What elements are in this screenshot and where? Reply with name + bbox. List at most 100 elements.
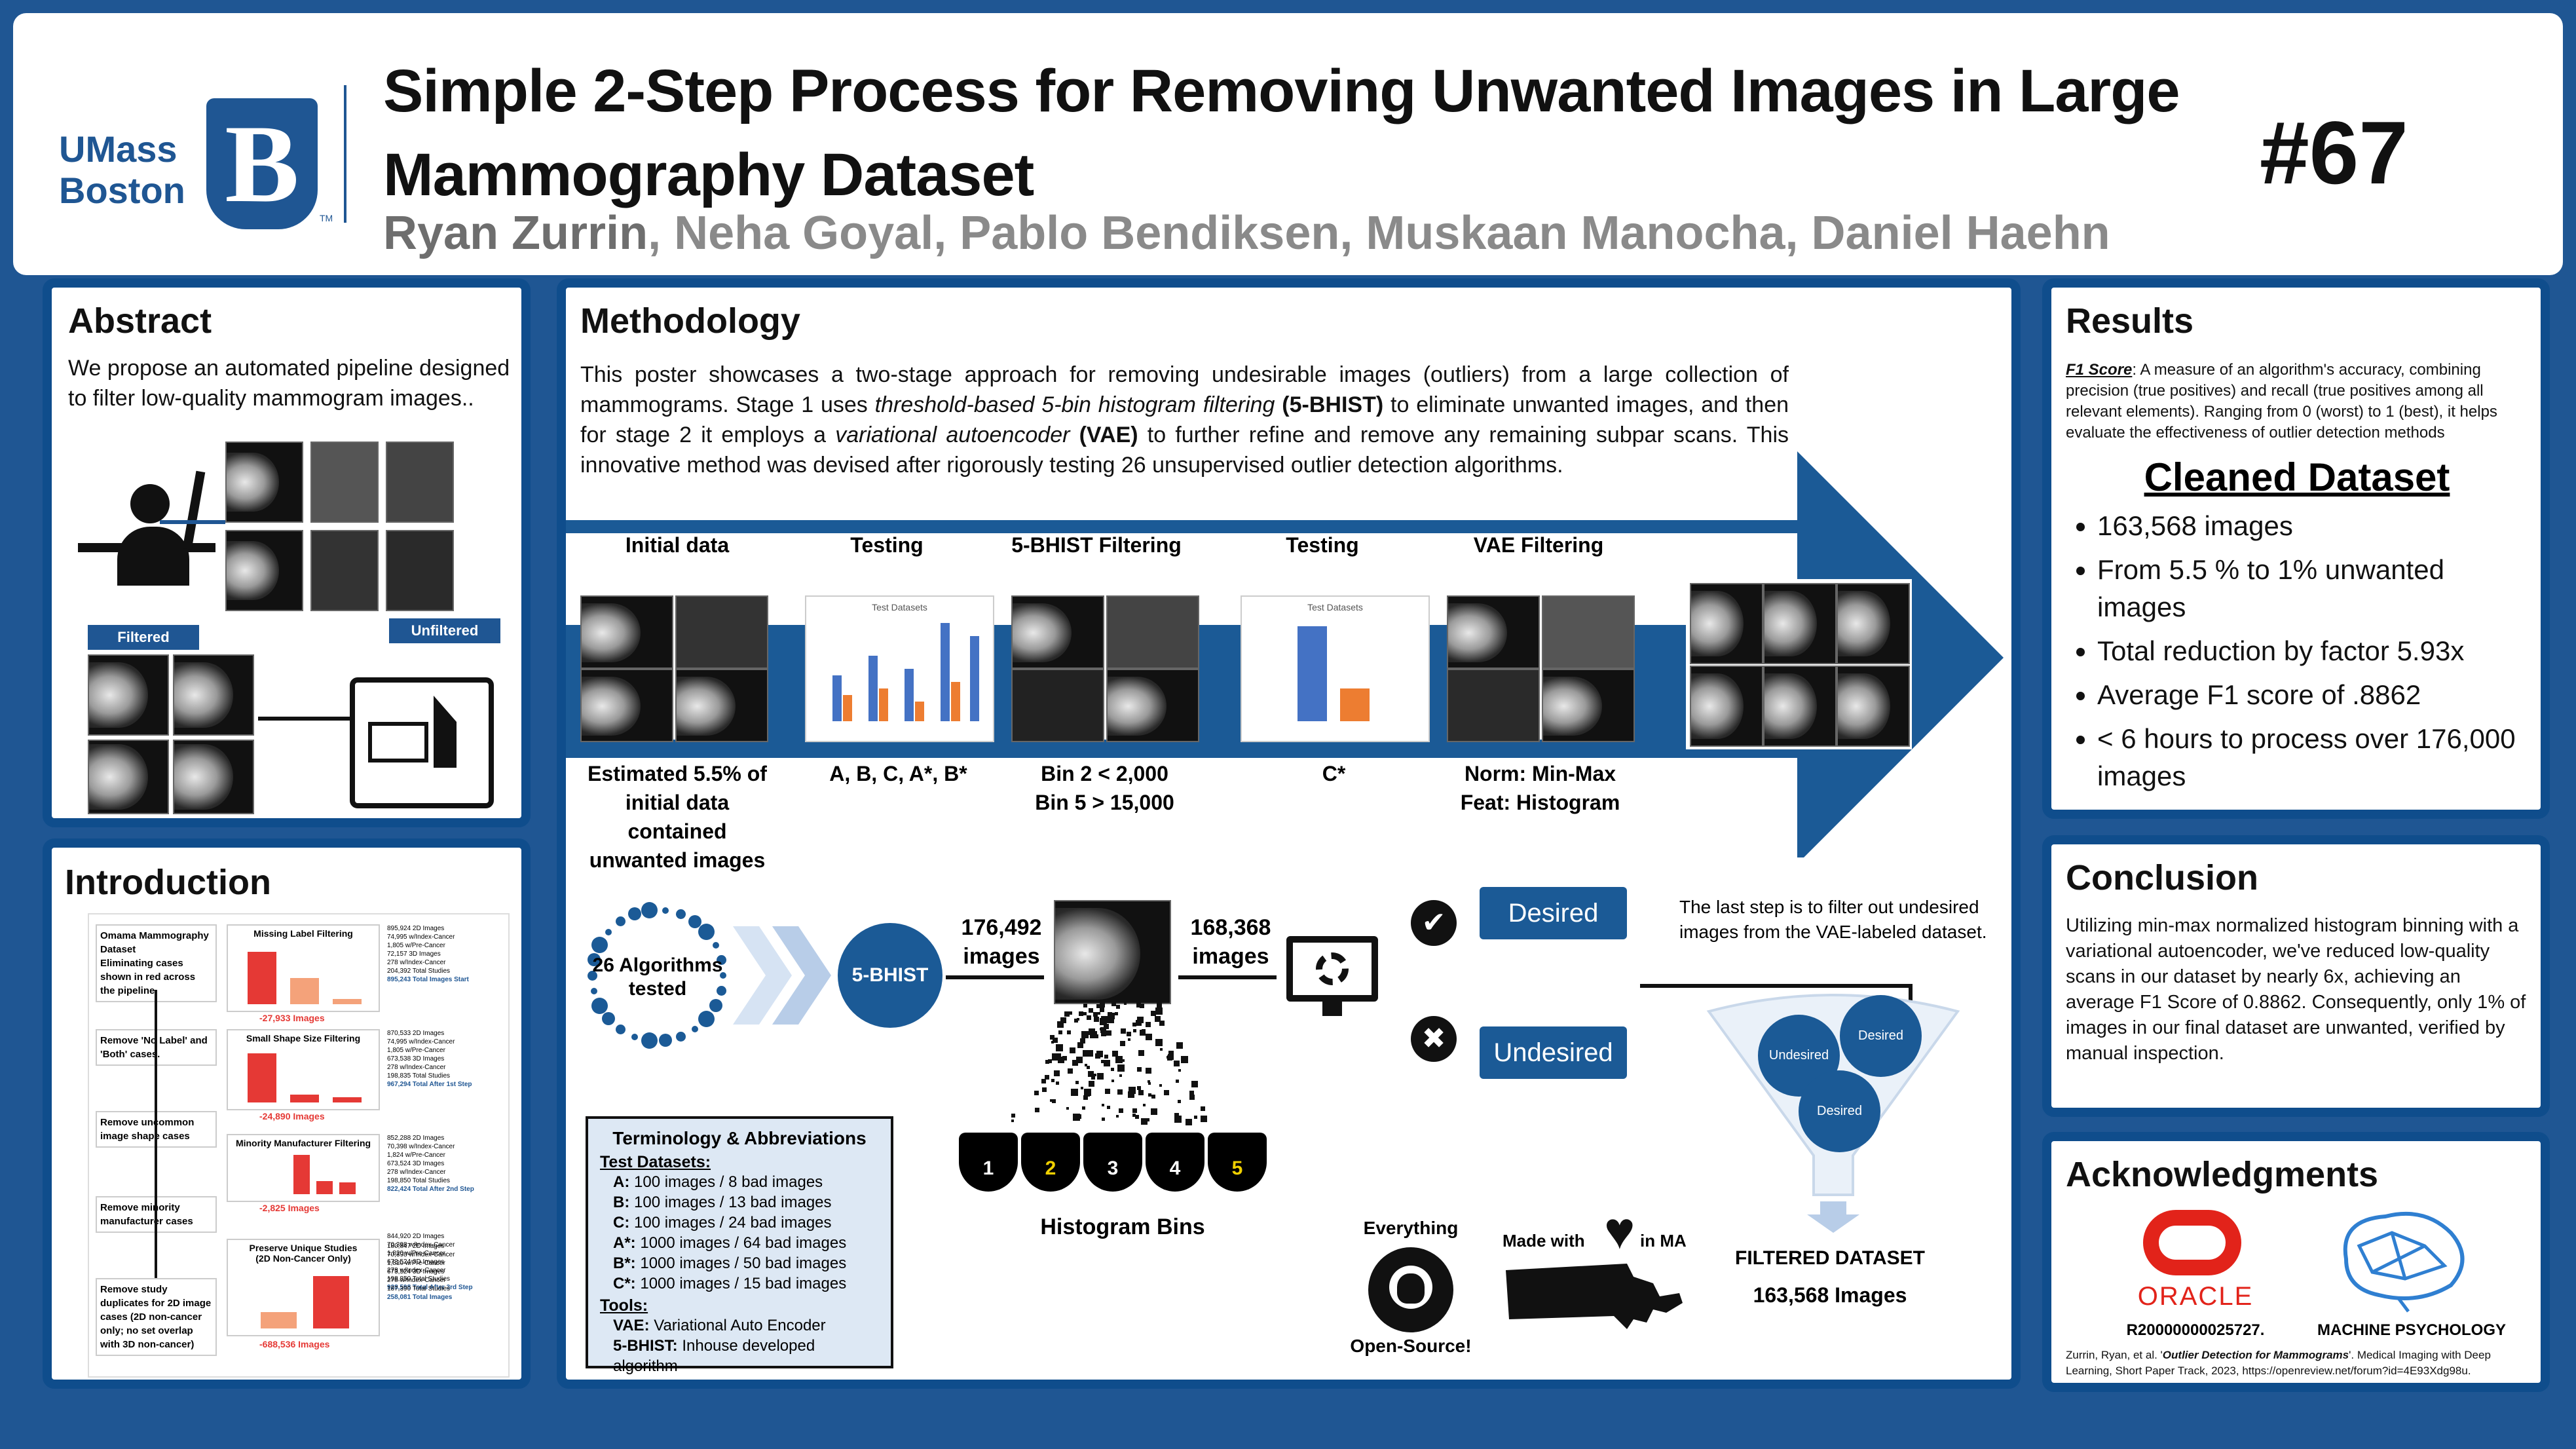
pixel-dot (1060, 1017, 1067, 1024)
oracle-logo: ORACLE (2133, 1210, 2258, 1315)
pixel-dot (1191, 1080, 1199, 1087)
algorithm-dot (698, 924, 715, 941)
pixel-dot (1107, 1106, 1111, 1110)
mammogram-filtered-2 (173, 654, 254, 736)
pixel-dot (1116, 1005, 1121, 1009)
histogram-source-mammogram (1054, 900, 1171, 1004)
filtered-dataset-title: FILTERED DATASET (1735, 1247, 1925, 1269)
heart-icon: ♥ (1604, 1201, 1635, 1260)
person-computer-icon (78, 470, 215, 602)
pixel-dot (1110, 1014, 1115, 1019)
pixel-dot (1148, 1082, 1151, 1085)
term-entry: 5-BHIST: Inhouse developed algorithm (613, 1337, 815, 1375)
logo-trademark: TM (320, 213, 333, 223)
caption-strip (566, 758, 1797, 853)
pixel-dot (1138, 1089, 1144, 1095)
pixel-scatter (1011, 1002, 1208, 1152)
arrow-to-computer (1178, 975, 1277, 979)
pixel-dot (1119, 1074, 1123, 1077)
algorithm-dot (631, 1033, 638, 1040)
pixel-dot (1011, 1119, 1014, 1122)
mammogram-thumb-5 (310, 530, 379, 611)
abstract-panel: Abstract We propose an automated pipelin… (43, 278, 531, 827)
pixel-dot (1100, 1031, 1106, 1037)
reduction-3: -2,825 Images (259, 1203, 320, 1213)
pixel-dot (1074, 1018, 1079, 1023)
filter-machine-icon (350, 677, 494, 808)
algorithm-dot (641, 902, 658, 919)
pixel-dot (1136, 1066, 1142, 1072)
everything-label: Everything (1363, 1218, 1459, 1238)
mammogram-thumb-2 (310, 442, 379, 523)
conclusion-panel: Conclusion Utilizing min-max normalized … (2042, 835, 2550, 1117)
minority-manufacturer-chart: Minority Manufacturer Filtering (227, 1134, 380, 1202)
pixel-dot (1151, 1095, 1155, 1099)
pixel-dot (1100, 1007, 1105, 1013)
pixel-dot (1176, 1042, 1183, 1049)
pixel-dot (1115, 1114, 1119, 1118)
histogram-bins-label: Histogram Bins (1040, 1214, 1205, 1239)
pixel-dot (1051, 1099, 1056, 1104)
poster-title: Simple 2-Step Process for Removing Unwan… (383, 49, 2180, 217)
mammogram-filtered-1 (88, 654, 169, 736)
term-entry: VAE: Variational Auto Encoder (613, 1317, 826, 1334)
caption-5bhist: Bin 2 < 2,000 Bin 5 > 15,000 (1035, 762, 1174, 814)
pixel-dot (1105, 1089, 1111, 1095)
pixel-dot (1139, 1030, 1146, 1036)
pixel-dot (1077, 1042, 1083, 1049)
pixel-dot (1086, 1050, 1093, 1057)
algorithm-dot (698, 1010, 715, 1027)
pixel-dot (1097, 1012, 1100, 1015)
poster-title-line2: Mammography Dataset (383, 141, 1034, 208)
pixel-dot (1185, 1119, 1193, 1126)
pixel-dot (1075, 1080, 1079, 1084)
5bhist-circle: 5-BHIST (838, 923, 943, 1028)
abstract-title: Abstract (68, 301, 212, 341)
pixel-dot (1045, 1059, 1050, 1064)
pixel-dot (1067, 1068, 1073, 1074)
pixel-dot (1139, 1004, 1144, 1008)
last-step-text: The last step is to filter out undesired… (1679, 897, 1987, 942)
result-bullet: 163,568 images (2097, 507, 2516, 544)
pixel-dot (1160, 1048, 1163, 1051)
algorithm-dot (591, 937, 608, 954)
pixel-dot (1106, 1015, 1114, 1023)
pixel-dot (1081, 1030, 1089, 1038)
logo-text-boston: Boston (59, 170, 185, 211)
algorithm-dot (615, 1024, 625, 1034)
results-title: Results (2066, 301, 2194, 341)
pixel-dot (1133, 1029, 1137, 1033)
pixel-dot (1089, 1008, 1094, 1013)
pixel-dot (1101, 1118, 1105, 1121)
pixel-dot (1096, 1050, 1103, 1057)
pixel-dot (1155, 1015, 1161, 1022)
pixel-dot (1072, 1059, 1079, 1066)
funnel-circle-desired-1: Desired (1840, 995, 1922, 1077)
algorithm-dot (712, 941, 719, 949)
term-entry: A*: 1000 images / 64 bad images (613, 1234, 847, 1252)
caption-testing-2: C* (1322, 762, 1346, 785)
pixel-dot (1053, 1070, 1060, 1077)
pixel-dot (1067, 1030, 1072, 1035)
pixel-dot (1175, 1079, 1179, 1083)
mammogram-filtered-4 (173, 740, 254, 814)
pixel-dot (1066, 1107, 1070, 1110)
algorithm-dot (688, 914, 701, 928)
github-icon (1368, 1247, 1453, 1332)
pixel-dot (1082, 1106, 1086, 1110)
pixel-dot (1062, 1056, 1068, 1061)
pixel-dot (1083, 1088, 1091, 1096)
algorithm-dot (720, 972, 726, 979)
co-authors: , Neha Goyal, Pablo Bendiksen, Muskaan M… (648, 207, 2110, 259)
machine-psychology-brain-icon (2343, 1211, 2465, 1313)
f1-term: F1 Score (2066, 361, 2133, 379)
pixel-dot (1056, 1044, 1064, 1051)
pixel-dot (1051, 1040, 1054, 1044)
pixel-dot (1189, 1094, 1195, 1100)
algorithm-dot (641, 1032, 658, 1049)
conclusion-title: Conclusion (2066, 858, 2258, 897)
pixel-dot (1034, 1108, 1039, 1113)
pixel-dot (1155, 1038, 1163, 1046)
